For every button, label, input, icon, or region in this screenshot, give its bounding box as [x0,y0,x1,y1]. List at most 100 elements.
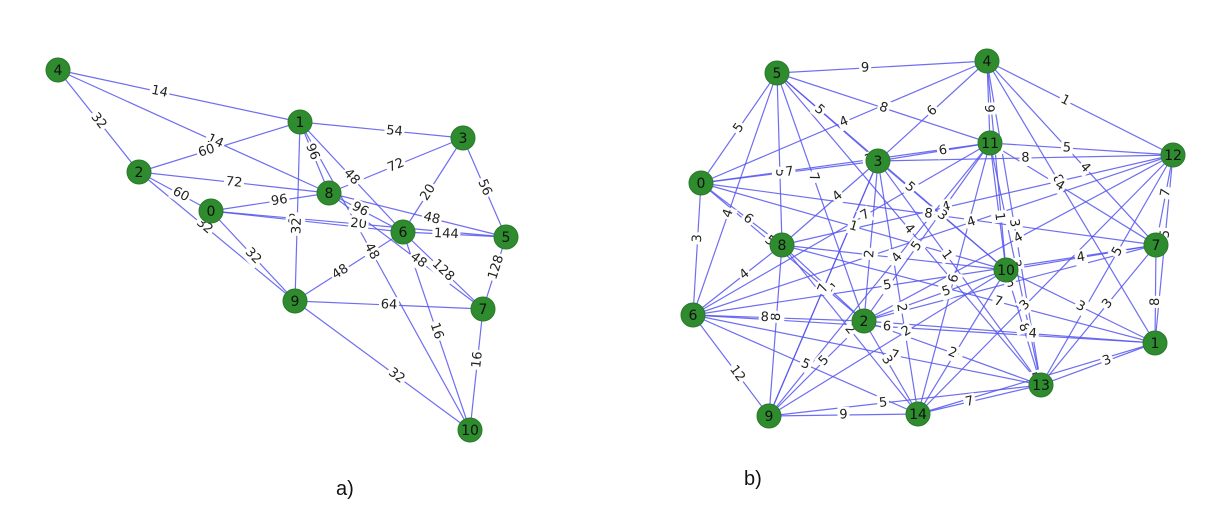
edge-label-bg-b-2-13 [944,343,961,363]
edge-label-text-b-6-2: 8 [760,310,769,325]
node-b-7 [1143,232,1169,258]
edge-label-b-5-13: 4 [899,219,919,239]
node-b-3 [865,148,891,174]
edge-label-b-3-13: 1 [936,245,957,265]
edge-label-text-b-7-2: 3 [1004,275,1016,292]
node-b-12 [1160,142,1186,168]
node-label-a-8: 8 [325,186,334,202]
node-b-1 [1142,330,1168,356]
edge-label-bg-b-3-13 [936,245,957,265]
edge-label-b-7-1: 8 [1147,295,1164,308]
edge-b-12-14 [917,154,1174,415]
edge-label-bg-b-7-13 [1097,294,1118,314]
edge-label-bg-b-3-11 [935,141,951,160]
edge-a-0-6 [210,210,404,233]
node-b-14 [905,401,931,427]
edge-label-text-a-5-7: 128 [485,253,507,281]
edge-label-bg-b-7-1 [1147,295,1164,308]
node-a-6 [390,219,416,245]
edge-label-a-8-5: 48 [420,208,444,229]
edge-label-b-5-0: 5 [729,118,749,138]
edge-label-bg-b-5-3 [809,100,830,120]
edge-label-bg-b-8-9 [768,310,785,324]
edge-a-9-10 [294,300,471,431]
edge-label-b-6-9: 12 [724,360,750,387]
edge-b-4-11 [986,60,991,144]
node-a-4 [45,57,71,83]
edge-b-11-7 [989,142,1157,246]
edge-b-6-9 [692,314,770,417]
edge-label-b-0-6: 3 [689,231,706,245]
edge-label-b-0-3: 7 [782,163,797,181]
edge-label-bg-b-12-3 [1019,149,1032,167]
edge-label-b-9-13: 5 [876,394,891,412]
edge-label-b-2-3: 2 [861,247,879,261]
edge-b-3-8 [781,160,879,246]
edge-label-text-b-0-6: 3 [690,234,705,243]
edge-label-text-b-6-9: 12 [726,362,748,384]
edge-label-text-b-5-8: 5 [772,168,787,177]
edge-label-bg-b-8-1 [990,292,1007,312]
edge-label-bg-b-12-7 [1156,185,1175,201]
node-b-10 [993,257,1019,283]
edge-a-4-8 [57,69,330,194]
edge-label-b-5-10: 5 [900,177,920,198]
edge-label-a-8-6: 96 [347,197,373,222]
edge-label-text-a-1-3: 54 [386,123,404,140]
edge-label-bg-a-1-10 [359,238,384,265]
edge-label-b-12-3: 8 [1019,149,1032,167]
edge-label-a-7-10: 16 [468,349,487,371]
edge-label-a-6-7: 128 [427,255,459,286]
edge-label-text-a-2-0: 60 [170,184,192,205]
caption-b: b) [744,468,762,490]
edge-label-bg-b-14-11 [944,270,964,287]
edge-label-bg-b-6-14 [796,354,815,375]
edge-label-b-10-1: 3 [1071,296,1090,317]
edge-label-bg-b-4-7 [1075,157,1095,178]
edge-label-bg-a-2-8 [223,173,245,192]
node-label-b-12: 12 [1164,148,1182,164]
edge-label-b-12-6: 4 [963,212,980,232]
edge-label-bg-b-4-11 [980,102,997,115]
edge-label-bg-a-8-6 [347,197,373,222]
node-b-11 [977,130,1003,156]
edge-b-3-11 [877,142,991,162]
edge-b-11-6 [692,142,991,316]
edge-label-text-a-6-5: 144 [434,226,460,242]
node-label-a-5: 5 [502,230,511,246]
edge-label-bg-b-2-14 [876,350,897,370]
edge-label-bg-b-14-13 [962,392,978,411]
edge-label-text-b-3-14: 2 [893,302,909,313]
edge-label-text-b-12-11: 5 [1062,140,1071,156]
edge-label-bg-b-12-6 [963,212,980,232]
graph-a: 1432146072603232968205496483248724896562… [45,57,519,443]
edge-label-bg-b-12-2 [1009,228,1028,248]
edge-label-bg-b-10-1 [1071,296,1090,317]
edge-label-bg-a-6-5 [431,225,461,243]
edge-label-bg-b-10-9 [897,321,916,342]
edge-label-bg-b-6-9 [724,360,750,387]
edge-label-text-b-2-1: 4 [1028,326,1037,342]
node-b-2 [851,308,877,334]
edge-b-0-6 [692,182,702,316]
edge-label-text-b-8-1: 7 [992,293,1004,310]
edge-label-b-12-2: 4 [1009,228,1028,248]
node-a-9 [282,288,308,314]
edge-label-bg-b-11-6 [856,205,875,226]
edge-label-bg-a-4-2 [86,108,111,134]
node-label-b-4: 4 [983,54,992,70]
edge-label-text-a-8-5: 48 [422,209,442,228]
edge-label-text-a-1-10: 48 [361,241,382,263]
edge-a-1-9 [294,121,301,302]
edge-label-bg-a-8-5 [420,208,444,229]
edge-label-bg-b-5-6 [718,205,738,222]
edge-b-12-6 [692,154,1174,316]
edge-label-bg-b-4-12 [1056,90,1075,111]
node-a-1 [287,109,313,135]
edge-label-bg-b-2-1 [1026,325,1040,343]
edge-label-a-9-7: 64 [378,296,400,314]
edge-label-a-3-5: 56 [473,175,496,200]
edge-label-a-1-3: 54 [383,122,406,141]
